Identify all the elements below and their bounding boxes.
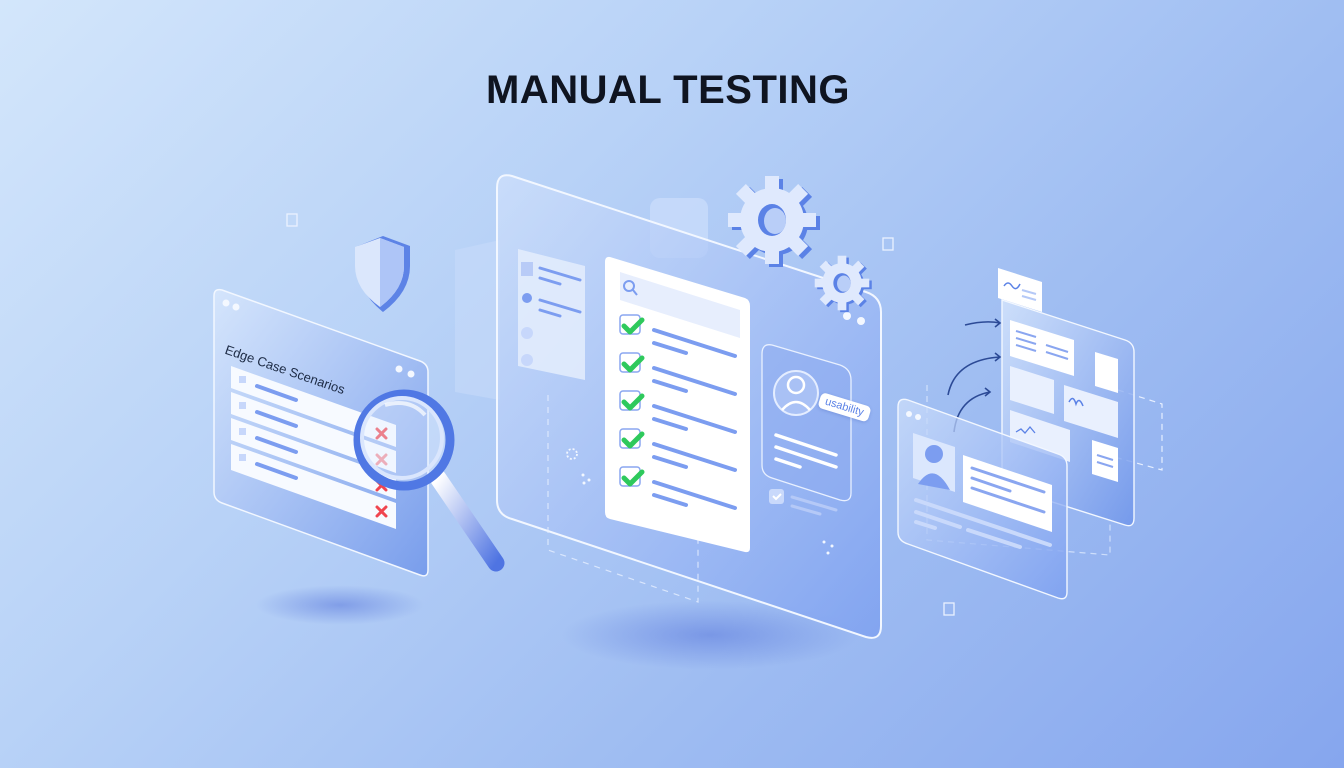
edge-case-panel (213, 288, 429, 577)
right-flow-panels (897, 268, 1163, 600)
shield-icon (355, 236, 410, 312)
search-icon (623, 280, 638, 296)
main-test-panel (496, 174, 882, 639)
check-icons (619, 314, 645, 487)
gear-small-icon (814, 255, 872, 313)
page-title: MANUAL TESTING (485, 68, 851, 112)
user-icon (773, 370, 819, 416)
gear-icon (728, 176, 820, 267)
magnifier-icon (353, 389, 505, 572)
user-icon (918, 445, 950, 490)
deco-square-icon (286, 213, 298, 227)
left-shadow (255, 585, 425, 625)
arrow-icons (947, 318, 1002, 433)
